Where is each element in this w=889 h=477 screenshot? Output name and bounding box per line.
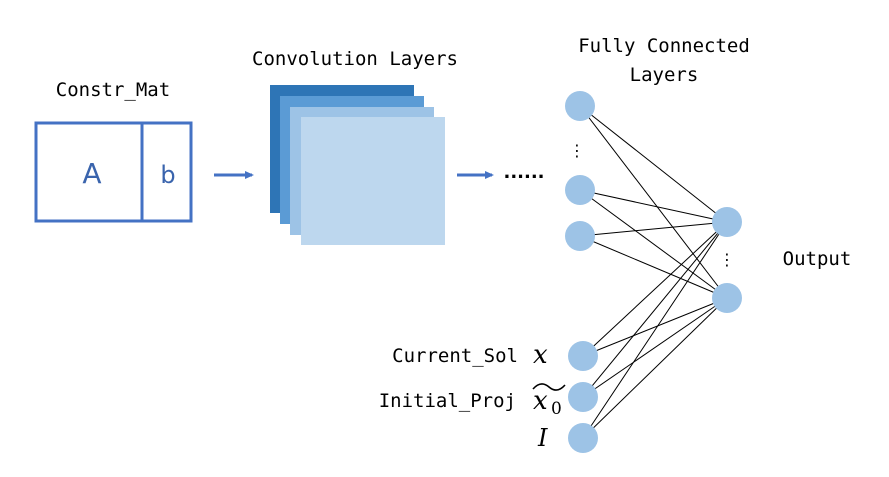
tilde-icon [532, 383, 566, 391]
vector-b-label: b [160, 161, 175, 189]
initial-proj-label: Initial_Proj [379, 390, 516, 412]
edge [582, 297, 728, 398]
output-label: Output [783, 248, 852, 270]
fc-node [565, 175, 595, 205]
vertical-ellipsis-input: ⋮ [569, 141, 585, 160]
edge [582, 221, 728, 357]
fc-node [565, 91, 595, 121]
identity-symbol: I [537, 424, 548, 452]
connection-edges [579, 105, 728, 439]
output-node [712, 283, 742, 313]
edge [582, 297, 728, 357]
input-nodes [565, 91, 598, 453]
edge [579, 235, 728, 299]
x0-subscript: 0 [551, 399, 562, 419]
edge [579, 221, 728, 237]
edge [582, 221, 728, 398]
fully-connected-label-line2: Layers [630, 64, 699, 86]
x0-tilde-symbol: x 0 [532, 383, 566, 419]
x0-base: x [533, 386, 548, 416]
initial-proj-node [568, 382, 598, 412]
constr-mat-label: Constr_Mat [56, 79, 170, 101]
constraint-matrix-box [34, 121, 193, 223]
x-symbol: x [533, 340, 548, 370]
matrix-a-label: A [82, 157, 101, 190]
vertical-ellipsis-output: ⋮ [719, 250, 735, 269]
current-sol-node [568, 341, 598, 371]
current-sol-label: Current_Sol [392, 345, 518, 367]
convolution-layers-label: Convolution Layers [252, 48, 458, 70]
ellipsis-dots: ...... [503, 162, 544, 183]
output-node [712, 207, 742, 237]
edge [579, 189, 728, 223]
conv-layer-4 [301, 117, 445, 245]
edge [582, 221, 728, 439]
edge [579, 189, 728, 299]
identity-node [568, 423, 598, 453]
edge [579, 105, 728, 223]
fc-node [565, 221, 595, 251]
fully-connected-label-line1: Fully Connected [578, 35, 750, 57]
edge [582, 297, 728, 439]
output-nodes [712, 207, 742, 313]
edge [579, 105, 728, 299]
